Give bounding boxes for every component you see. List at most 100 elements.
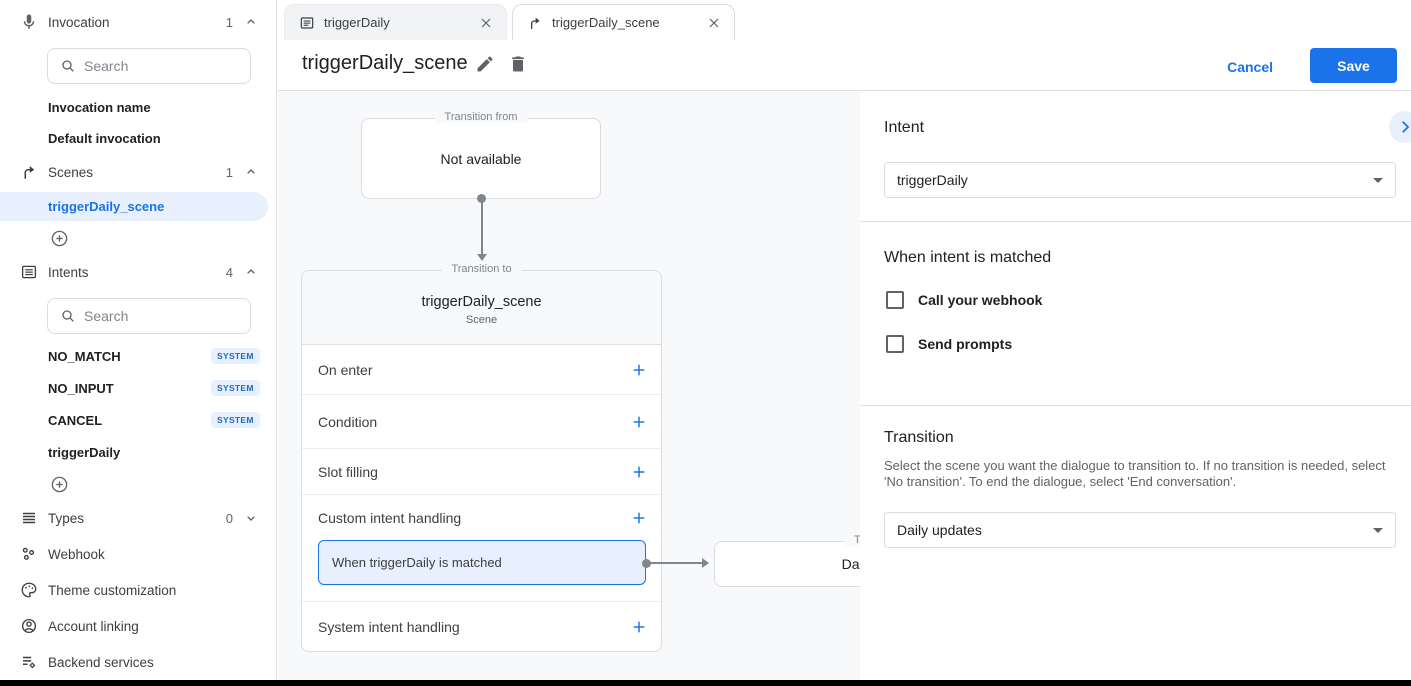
arrow-right-icon — [702, 558, 709, 568]
tab-label: triggerDaily — [324, 15, 390, 30]
section-count: 0 — [225, 510, 233, 526]
connector-line — [481, 199, 483, 256]
sidebar-section-invocation[interactable]: Invocation 1 — [0, 10, 277, 34]
intent-heading: Intent — [884, 119, 925, 136]
chevron-down-icon[interactable] — [243, 510, 259, 526]
sidebar-section-scenes[interactable]: Scenes 1 — [0, 160, 277, 184]
sidebar-item-intent[interactable]: NO_INPUT — [48, 381, 114, 396]
row-label: Slot filling — [318, 463, 378, 480]
row-label: On enter — [318, 361, 373, 378]
scene-row-condition[interactable]: Condition — [302, 395, 661, 449]
tab-triggerdaily[interactable]: triggerDaily — [284, 4, 507, 40]
sidebar-item-invocation-name[interactable]: Invocation name — [48, 100, 151, 115]
when-matched-heading: When intent is matched — [884, 249, 1052, 266]
intent-handler-chip[interactable]: When triggerDaily is matched — [318, 540, 646, 585]
intents-search — [47, 298, 251, 334]
caret-down-icon — [1373, 177, 1383, 183]
close-icon[interactable] — [706, 15, 722, 31]
section-label: Intents — [48, 264, 89, 280]
transition-heading: Transition — [884, 429, 954, 446]
chip-label: When triggerDaily is matched — [332, 555, 502, 570]
chevron-up-icon[interactable] — [243, 14, 259, 30]
scene-row-slot-filling[interactable]: Slot filling — [302, 449, 661, 495]
close-icon[interactable] — [478, 15, 494, 31]
system-badge: SYSTEM — [211, 380, 260, 396]
plus-icon[interactable] — [631, 464, 647, 480]
palette-icon — [20, 581, 38, 599]
tab-label: triggerDaily_scene — [552, 15, 660, 30]
sidebar-item-intent[interactable]: CANCEL — [48, 413, 103, 428]
trash-icon[interactable] — [508, 54, 528, 74]
checkbox-label: Call your webhook — [918, 292, 1043, 308]
call-webhook-checkbox-row[interactable]: Call your webhook — [886, 291, 1042, 309]
arrow-down-icon — [477, 254, 487, 261]
row-label: System intent handling — [318, 618, 460, 635]
section-count: 4 — [225, 264, 233, 280]
cancel-button[interactable]: Cancel — [1227, 59, 1273, 75]
collapse-panel-button[interactable] — [1389, 111, 1411, 143]
sidebar-item-default-invocation[interactable]: Default invocation — [48, 131, 161, 146]
checkbox-unchecked[interactable] — [886, 291, 904, 309]
flow-canvas[interactable]: Transition from Not available Transition… — [278, 91, 860, 680]
send-prompts-checkbox-row[interactable]: Send prompts — [886, 335, 1012, 353]
scene-row-on-enter[interactable]: On enter — [302, 345, 661, 395]
save-button[interactable]: Save — [1310, 48, 1397, 83]
search-icon — [62, 310, 74, 322]
sidebar-item-intent[interactable]: NO_MATCH — [48, 349, 121, 364]
tab-triggerdaily-scene[interactable]: triggerDaily_scene — [512, 4, 735, 40]
plus-icon[interactable] — [631, 619, 647, 635]
intent-list-icon — [20, 263, 38, 281]
invocation-search — [47, 48, 251, 84]
section-label: Types — [48, 510, 85, 526]
checkbox-unchecked[interactable] — [886, 335, 904, 353]
caret-down-icon — [1373, 527, 1383, 533]
plus-icon[interactable] — [631, 362, 647, 378]
sidebar-item-theme-customization[interactable]: Theme customization — [0, 577, 277, 603]
intents-search-input[interactable] — [84, 308, 224, 324]
sidebar-link-label: Theme customization — [48, 582, 177, 598]
sidebar-item-webhook[interactable]: Webhook — [0, 541, 277, 567]
search-icon — [62, 60, 74, 72]
window-bottom-edge — [0, 680, 1411, 686]
scene-row-system-intent-handling[interactable]: System intent handling — [302, 602, 661, 651]
section-label: Invocation — [48, 14, 110, 30]
system-badge: SYSTEM — [211, 412, 260, 428]
intent-detail-panel: Intent triggerDaily When intent is match… — [860, 91, 1411, 680]
sidebar-item-intent[interactable]: triggerDaily — [48, 445, 121, 460]
section-count: 1 — [225, 164, 233, 180]
add-intent-button[interactable] — [50, 475, 69, 494]
intent-list-icon — [299, 15, 315, 31]
sidebar-item-triggerdaily-scene[interactable]: triggerDaily_scene — [0, 192, 268, 221]
scene-row-custom-intent-handling[interactable]: Custom intent handling When triggerDaily… — [302, 495, 661, 602]
sidebar-item-backend-services[interactable]: Backend services — [0, 649, 277, 675]
section-count: 1 — [225, 14, 233, 30]
divider — [860, 221, 1411, 222]
section-label: Scenes — [48, 164, 94, 180]
chevron-up-icon[interactable] — [243, 264, 259, 280]
transition-from-content: Not available — [440, 150, 522, 167]
transition-dropdown[interactable]: Daily updates — [884, 512, 1396, 548]
plus-icon[interactable] — [631, 510, 647, 526]
sidebar: Invocation 1 Invocation name Default inv… — [0, 0, 277, 680]
sidebar-item-account-linking[interactable]: Account linking — [0, 613, 277, 639]
invocation-search-input[interactable] — [84, 58, 224, 74]
divider — [860, 405, 1411, 406]
scene-fork-icon — [20, 163, 38, 181]
add-scene-button[interactable] — [50, 229, 69, 248]
webhook-nodes-icon — [20, 545, 38, 563]
sidebar-section-types[interactable]: Types 0 — [0, 506, 277, 530]
plus-icon[interactable] — [631, 414, 647, 430]
services-gear-icon — [20, 653, 38, 671]
intent-dropdown[interactable]: triggerDaily — [884, 162, 1396, 198]
pencil-icon[interactable] — [475, 54, 495, 74]
connector-line — [649, 562, 704, 564]
scene-card: Transition to triggerDaily_scene Scene O… — [301, 263, 662, 652]
page-title: triggerDaily_scene — [302, 52, 468, 74]
chevron-up-icon[interactable] — [243, 164, 259, 180]
transition-dropdown-value: Daily updates — [897, 522, 982, 538]
lines-icon — [20, 509, 38, 527]
sidebar-link-label: Webhook — [48, 546, 105, 562]
sidebar-section-intents[interactable]: Intents 4 — [0, 260, 277, 284]
connector-dot — [642, 559, 651, 568]
